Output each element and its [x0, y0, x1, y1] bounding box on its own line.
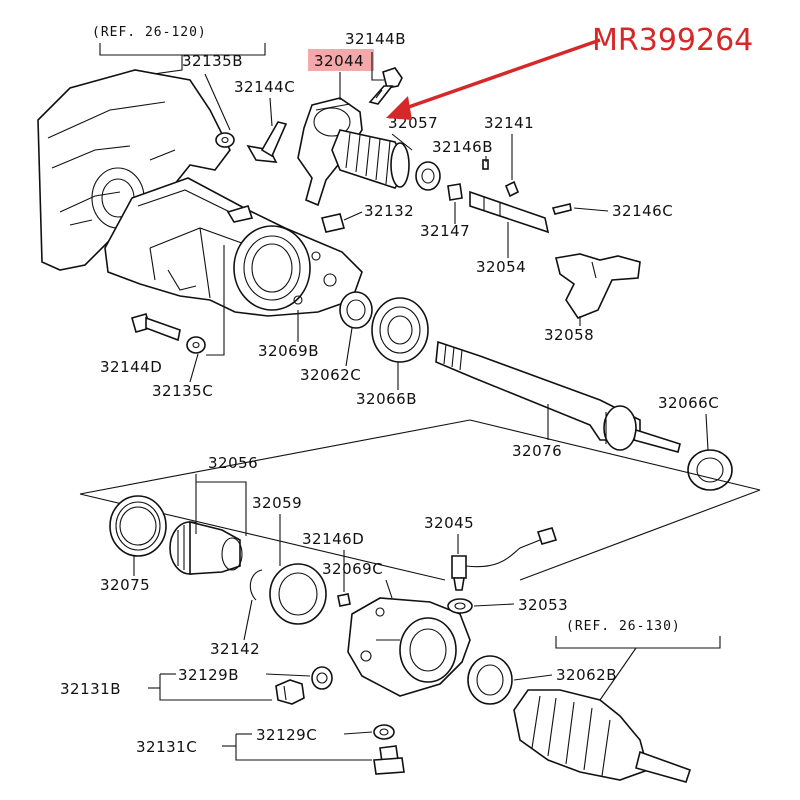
label-32076: 32076 [512, 442, 562, 460]
washer-32135C-hole [192, 341, 200, 349]
leader-32142 [243, 599, 253, 641]
washer-32053 [447, 598, 473, 614]
snap-ring-32142 [249, 569, 263, 601]
bolt-32144B [368, 67, 403, 105]
output-shaft-32076 [435, 340, 681, 453]
gear-32056 [169, 520, 243, 575]
label-32144D: 32144D [100, 358, 162, 376]
ref-leader-bottom [599, 647, 637, 701]
extension-housing-32069B [104, 177, 363, 317]
label-32069B: 32069B [258, 342, 319, 360]
leader-32132 [343, 211, 363, 221]
bolt-32144C [246, 121, 288, 163]
gasket-32129C [373, 724, 395, 740]
label-32131B: 32131B [60, 680, 121, 698]
label-32141: 32141 [484, 114, 534, 132]
callout-arrow-shaft [399, 38, 601, 112]
label-32144C: 32144C [234, 78, 295, 96]
label-32066C: 32066C [658, 394, 719, 412]
leader-32131B-bracket [159, 674, 272, 701]
leader-32144B [371, 52, 384, 81]
label-32132: 32132 [364, 202, 414, 220]
leader-32062C [345, 327, 353, 367]
leader-32131C-bracket [235, 734, 372, 761]
label-32056: 32056 [208, 454, 258, 472]
clip-32141 [504, 180, 520, 198]
label-32144B: 32144B [345, 30, 406, 48]
label-32054: 32054 [476, 258, 526, 276]
leader-32069C [385, 579, 393, 599]
label-32069C: 32069C [322, 560, 383, 578]
label-32053: 32053 [518, 596, 568, 614]
leader-32146C [573, 207, 609, 212]
leader-32144C [269, 97, 273, 127]
oil-seal-32057 [415, 161, 441, 191]
washer-32135B [215, 132, 235, 148]
label-32062B: 32062B [556, 666, 617, 684]
label-32135B: 32135B [182, 52, 243, 70]
filler-plug-32129C [373, 745, 405, 775]
label-32045: 32045 [424, 514, 474, 532]
label-32075: 32075 [100, 576, 150, 594]
callout-part-number: MR399264 [592, 23, 753, 58]
pin-32146C [551, 203, 572, 215]
label-32131C: 32131C [136, 738, 197, 756]
label-32146B: 32146B [432, 138, 493, 156]
housing-32069C [347, 597, 471, 697]
shift-cover-32044 [297, 97, 363, 207]
gasket-32129B [311, 666, 333, 690]
bellows-boot [331, 129, 410, 189]
leader-32135C [189, 353, 199, 383]
ref-bracket-bottom [555, 636, 721, 649]
drain-plug-32129B [275, 679, 305, 705]
label-32129B: 32129B [178, 666, 239, 684]
label-32146D: 32146D [302, 530, 364, 548]
label-32135C: 32135C [152, 382, 213, 400]
shift-rail-32054 [469, 190, 550, 234]
bearing-32066B [371, 297, 429, 363]
box-line-right-top [469, 419, 761, 491]
leader-32129B [265, 673, 311, 677]
key-32132 [320, 213, 346, 233]
box-line-right-bottom [519, 489, 761, 581]
washer-32135B-hole [221, 136, 229, 144]
leader-32056-b [196, 481, 247, 536]
pin-32147 [447, 183, 463, 201]
leader-32057 [391, 133, 413, 151]
washer-32135C [186, 336, 206, 354]
label-32044-highlight [308, 49, 374, 71]
oil-seal-32062C [339, 291, 373, 329]
ring-32075 [109, 495, 167, 557]
label-32066B: 32066B [356, 390, 417, 408]
box-line-top [79, 419, 471, 495]
label-32146C: 32146C [612, 202, 673, 220]
label-32062C: 32062C [300, 366, 361, 384]
leader-32053 [473, 603, 515, 607]
oil-seal-32062B [467, 655, 513, 705]
label-32058: 32058 [544, 326, 594, 344]
leader-32066C [705, 413, 709, 451]
leader-32129C [343, 731, 373, 735]
transfer-case-housing [37, 69, 231, 271]
callout-arrow-head [386, 96, 412, 120]
label-32129C: 32129C [256, 726, 317, 744]
pin-32146D [337, 593, 351, 607]
leader-32135B [204, 73, 231, 131]
seal-32059 [269, 563, 327, 625]
ref-label-26-130: (REF. 26-130) [566, 619, 681, 634]
switch-32045 [451, 527, 558, 591]
drive-shaft-joint [513, 689, 692, 783]
label-32044: 32044 [314, 52, 364, 70]
bolt-32144D [131, 313, 181, 342]
leader-32062B [513, 674, 553, 681]
label-32147: 32147 [420, 222, 470, 240]
leader-housing-bracket [206, 245, 225, 356]
shift-fork-32058 [555, 253, 641, 319]
label-32142: 32142 [210, 640, 260, 658]
bearing-32066C [687, 449, 733, 491]
label-32059: 32059 [252, 494, 302, 512]
ref-label-26-120: (REF. 26-120) [92, 25, 207, 40]
